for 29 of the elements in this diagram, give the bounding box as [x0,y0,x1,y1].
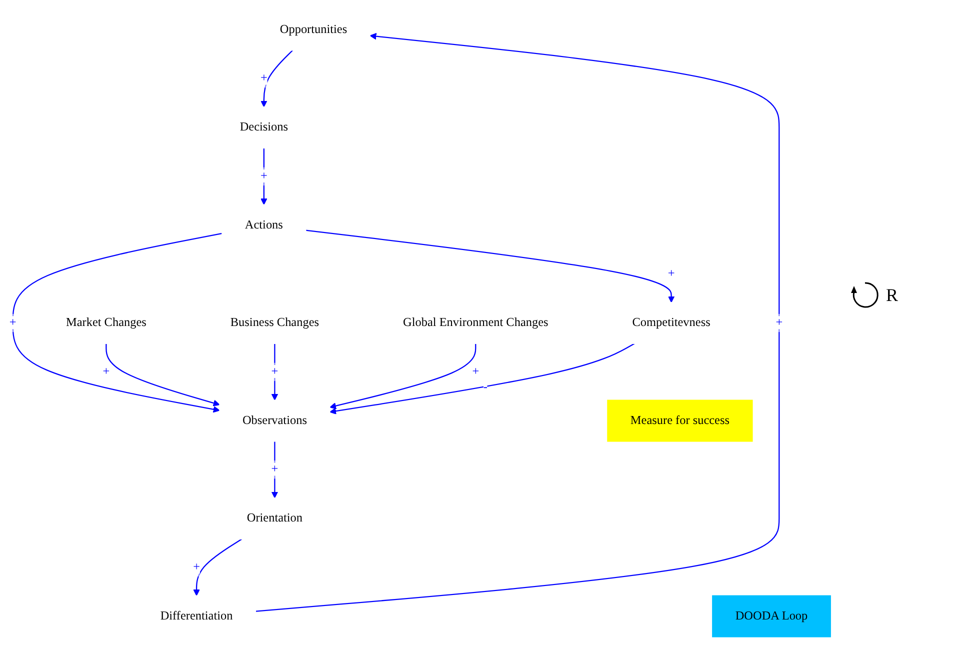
node-text: Differentiation [160,608,233,622]
edge-label: - [483,380,488,394]
node-text: Global Environment Changes [403,316,548,329]
node-text: Orientation [246,511,303,524]
edge-label: + [271,364,278,378]
edge-label: + [260,168,268,182]
edge-label: + [102,364,110,378]
node-text: Opportunities [280,22,348,36]
arrow [330,342,635,414]
node-text: Market Changes [66,316,146,329]
edge-label: + [260,71,268,84]
edge-label: + [776,316,783,329]
edge-label: + [668,266,675,280]
node-text: Actions [244,218,283,231]
arrow [256,32,780,612]
node-text: Decisions [240,120,288,134]
node-box: DOODA Loop [712,594,831,637]
arrow [330,343,476,409]
loop-type-label: R [886,284,898,306]
arrow [12,232,222,412]
edge-label: + [271,462,278,476]
edge-label: + [472,364,480,378]
arrow [106,343,220,406]
edge-label: + [193,560,200,573]
node-text: Observations [242,413,307,426]
edge-label: + [9,316,16,329]
node-text: Business Changes [230,316,319,329]
node-text: Competitevness [632,316,710,329]
node-box: Measure for success [607,399,753,442]
